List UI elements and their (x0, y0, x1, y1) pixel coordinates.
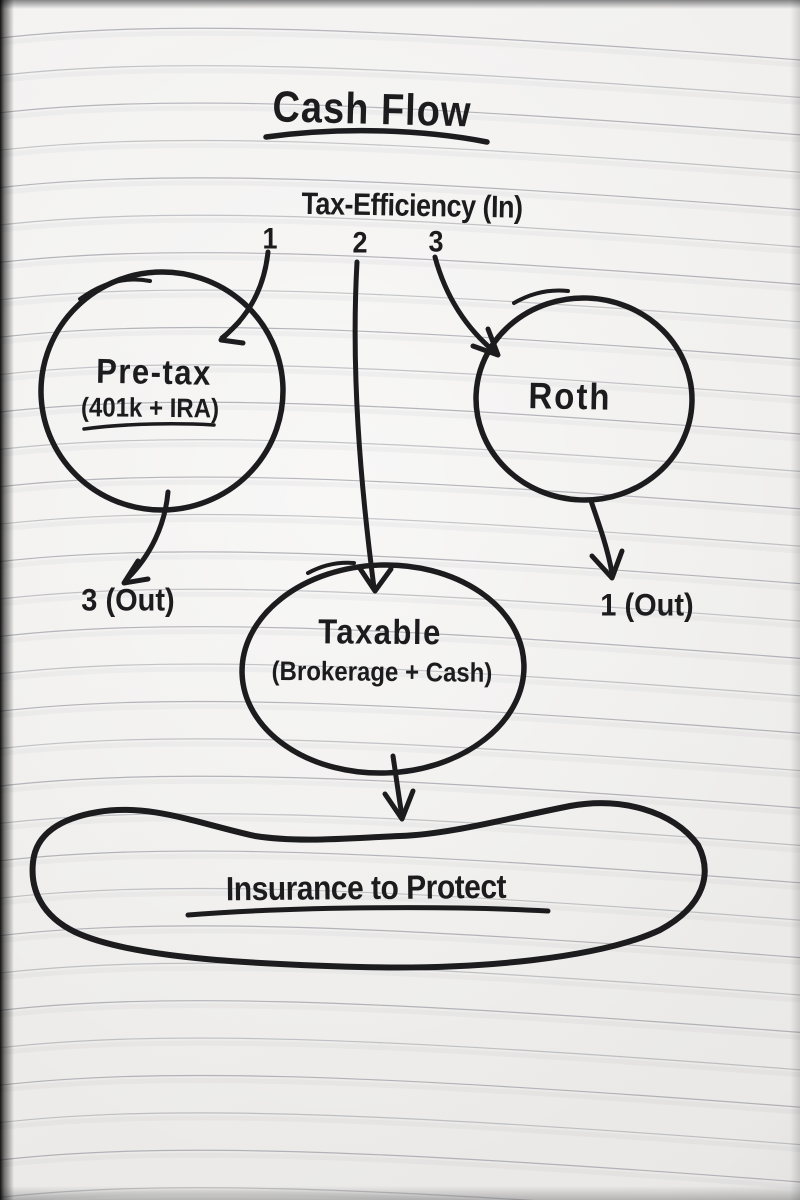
pretax-outflow-label: 3 (Out) (81, 582, 175, 619)
ruled-line-smudge (0, 965, 800, 1003)
inflow-label: Tax-Efficiency (In) (301, 186, 523, 225)
ruled-line (0, 513, 800, 547)
ruled-line (0, 1112, 800, 1146)
ruled-line (0, 850, 800, 884)
ruled-line (0, 1037, 800, 1071)
arrow-in-1-head (218, 319, 246, 346)
pretax-sublabel: (401k + IRA) (80, 392, 220, 425)
ruled-line-smudge (0, 928, 800, 966)
ruled-line-smudge (0, 1152, 800, 1190)
pretax-circle-sketch-stroke (78, 277, 152, 301)
arrow-in-3-roth (432, 254, 499, 356)
ruled-line (0, 177, 800, 211)
arrow-in-2-taxable (352, 259, 377, 591)
ruled-line (0, 663, 800, 697)
ruled-line-smudge (0, 255, 800, 292)
ruled-line (0, 551, 800, 585)
ruled-line (0, 700, 800, 734)
ruled-line-smudge (0, 703, 800, 741)
ruled-line (0, 1074, 800, 1108)
ruled-line (0, 626, 800, 659)
pretax-circle (38, 269, 286, 513)
ruled-line-smudge (0, 1003, 800, 1040)
ruled-line (0, 401, 800, 435)
ruled-line-smudge (0, 180, 800, 218)
ruled-line (0, 1000, 800, 1033)
ruled-line-smudge (0, 68, 800, 105)
taxable-label: Taxable (318, 611, 442, 653)
arrow-roth-out-head (589, 548, 625, 581)
ruled-line (0, 1149, 800, 1183)
ruled-line-smudge (0, 142, 800, 180)
page-title: Cash Flow (271, 83, 473, 137)
taxable-circle-sketch-stroke (306, 560, 356, 575)
ruled-line (0, 326, 800, 360)
ruled-line-smudge (0, 1115, 800, 1153)
arrow-in-3-head (470, 326, 501, 358)
ruled-line-smudge (0, 853, 800, 891)
ruled-line (0, 775, 800, 809)
ruled-line-smudge (0, 292, 800, 330)
insurance-underline (185, 905, 551, 918)
ruled-line-smudge (0, 105, 800, 143)
ruled-line (0, 65, 800, 98)
ruled-line-smudge (0, 1040, 800, 1078)
arrow-taxable-insurance (390, 753, 405, 819)
ruled-line-smudge (0, 367, 800, 405)
arrow-in-2-head (356, 564, 394, 594)
roth-circle-sketch-stroke (512, 288, 570, 305)
arrow-taxable-insurance-head (382, 788, 416, 822)
ruled-line-smudge (0, 778, 800, 816)
ruled-line (0, 738, 800, 772)
roth-label: Roth (528, 374, 612, 418)
ruled-line-smudge (0, 890, 800, 928)
pretax-label: Pre-tax (95, 351, 213, 393)
taxable-circle (239, 562, 527, 776)
roth-outflow-label: 1 (Out) (600, 587, 694, 624)
ruled-line-smudge (0, 479, 800, 517)
ruled-line (0, 588, 800, 622)
taxable-sublabel: (Brokerage + Cash) (271, 656, 493, 689)
ruled-line-smudge (0, 554, 800, 592)
ruled-line (0, 439, 800, 472)
ruled-line-smudge (0, 1190, 484, 1200)
inflow-channel-2: 2 (352, 225, 368, 259)
inflow-channel-1: 1 (262, 221, 278, 255)
ruled-line (0, 364, 800, 398)
ruled-line (0, 252, 800, 285)
ruled-line-smudge (0, 30, 800, 68)
arrow-pretax-out-head (121, 558, 151, 586)
ruled-line (0, 289, 800, 323)
ruled-line (0, 1187, 536, 1200)
roth-circle (473, 295, 695, 503)
ruled-line-smudge (0, 516, 800, 554)
inflow-channel-3: 3 (428, 224, 444, 258)
ruled-line (0, 214, 800, 248)
ruled-line-smudge (0, 1077, 800, 1115)
ruled-line-smudge (0, 404, 800, 442)
title-underline (263, 127, 490, 145)
ruled-line-smudge (0, 217, 800, 255)
insurance-label: Insurance to Protect (225, 868, 507, 909)
ruled-line-smudge (0, 629, 800, 666)
arrow-roth-out (588, 498, 615, 576)
ruled-line-smudge (0, 329, 800, 367)
insurance-blob (29, 800, 708, 971)
ruled-line (0, 102, 800, 136)
ruled-line (0, 139, 800, 173)
ruled-line-smudge (0, 666, 800, 704)
ruled-line (0, 27, 800, 61)
ruled-line-smudge (0, 442, 800, 479)
pretax-sublabel-underline (82, 422, 216, 431)
ruled-line (0, 887, 800, 921)
